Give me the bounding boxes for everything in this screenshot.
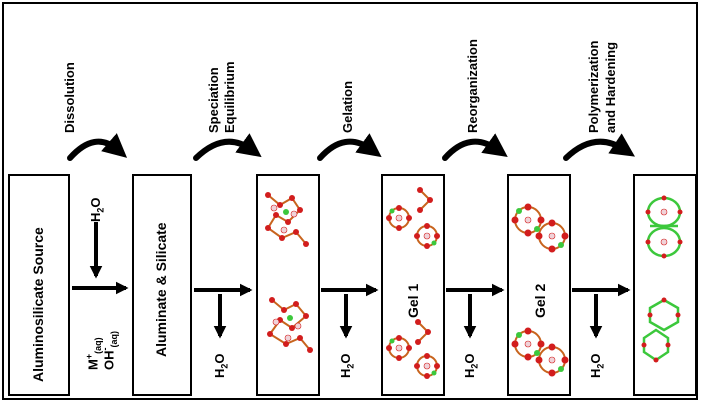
h2o-output-label-3: H2O xyxy=(462,353,480,378)
gel1-label: Gel 1 xyxy=(405,283,421,318)
hydroxide-label: OH-(aq) xyxy=(100,331,119,370)
aluminosilicate-source-box xyxy=(8,174,70,396)
h2o-output-label-4: H2O xyxy=(588,353,606,378)
step-label-dissolution: Dissolution xyxy=(62,62,77,133)
step-label-reorganization: Reorganization xyxy=(465,39,480,133)
step-label-polymerization: Polymerization xyxy=(586,40,601,133)
h2o-output-label-1: H2O xyxy=(212,353,230,378)
aluminate-silicate-box xyxy=(132,174,192,396)
polymer-box xyxy=(633,174,697,396)
step-label-equilibrium: Equilibrium xyxy=(222,61,237,134)
h2o-output-label-2: H2O xyxy=(338,353,356,378)
oligomer-box xyxy=(256,174,320,396)
h2o-input-label: H2O xyxy=(88,197,106,222)
gel2-label: Gel 2 xyxy=(532,283,548,318)
step-label-hardening: and Hardening xyxy=(603,41,618,133)
step-label-gelation: Gelation xyxy=(340,80,355,133)
aluminate-silicate-label: Aluminate & Silicate xyxy=(153,222,169,357)
step-label-speciation: Speciation xyxy=(206,67,221,133)
aluminosilicate-source-label: Aluminosilicate Source xyxy=(30,227,46,382)
